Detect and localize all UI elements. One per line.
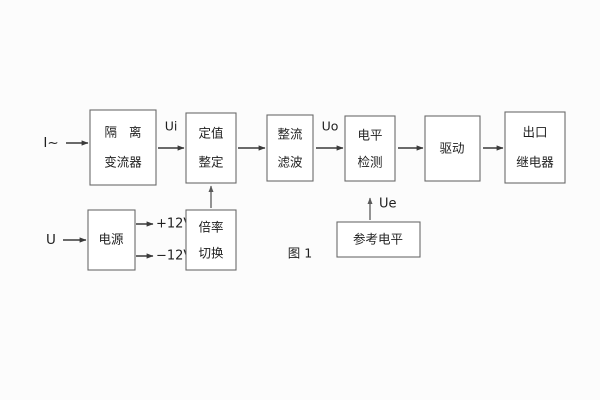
block-setting-value: 定值 整定 bbox=[185, 112, 237, 184]
isolation-transformer-label-line1: 隔 离 bbox=[105, 125, 146, 140]
ue-signal-label: Ue bbox=[379, 197, 397, 212]
level-detection-label-line2: 检测 bbox=[357, 155, 382, 170]
block-reference-level: 参考电平 bbox=[336, 221, 421, 258]
output-relay-label-line1: 出口 bbox=[522, 125, 547, 140]
current-input-label: I~ bbox=[43, 135, 58, 151]
driver-label: 驱动 bbox=[439, 141, 464, 156]
power-supply-label: 电源 bbox=[98, 232, 124, 247]
output-relay-label-line2: 继电器 bbox=[516, 155, 554, 170]
rail-negative-12v-label: −12V bbox=[156, 249, 192, 264]
rectifier-filter-label-line1: 整流 bbox=[277, 127, 303, 142]
level-detection-box bbox=[344, 115, 396, 182]
reference-level-label: 参考电平 bbox=[353, 232, 403, 247]
reference-level-box bbox=[336, 221, 421, 258]
block-isolation-transformer: 隔 离 变流器 bbox=[89, 109, 157, 186]
isolation-transformer-label-line2: 变流器 bbox=[104, 155, 142, 170]
block-output-relay: 出口 继电器 bbox=[504, 111, 566, 184]
voltage-input-label: U bbox=[46, 232, 56, 248]
rail-positive-12v-label: +12V bbox=[156, 217, 192, 232]
multiplier-switch-label-line1: 倍率 bbox=[198, 220, 223, 235]
block-rectifier-filter: 整流 滤波 bbox=[266, 114, 314, 182]
rectifier-filter-label-line2: 滤波 bbox=[277, 155, 303, 170]
power-supply-box bbox=[87, 209, 136, 271]
figure-caption: 图 1 bbox=[288, 246, 312, 261]
ui-signal-label: Ui bbox=[165, 119, 178, 134]
multiplier-switch-label-line2: 切换 bbox=[198, 246, 224, 261]
uo-signal-label: Uo bbox=[322, 119, 339, 134]
block-power-supply: 电源 bbox=[87, 209, 136, 271]
block-level-detection: 电平 检测 bbox=[344, 115, 396, 182]
level-detection-label-line1: 电平 bbox=[357, 128, 382, 143]
rectifier-filter-box bbox=[266, 114, 314, 182]
multiplier-switch-box bbox=[185, 209, 237, 271]
output-relay-box bbox=[504, 111, 566, 184]
isolation-transformer-box bbox=[89, 109, 157, 186]
block-driver: 驱动 bbox=[424, 115, 481, 182]
driver-box bbox=[424, 115, 481, 182]
setting-value-label-line2: 整定 bbox=[198, 155, 223, 170]
setting-value-box bbox=[185, 112, 237, 184]
block-multiplier-switch: 倍率 切换 bbox=[185, 209, 237, 271]
setting-value-label-line1: 定值 bbox=[198, 126, 223, 141]
